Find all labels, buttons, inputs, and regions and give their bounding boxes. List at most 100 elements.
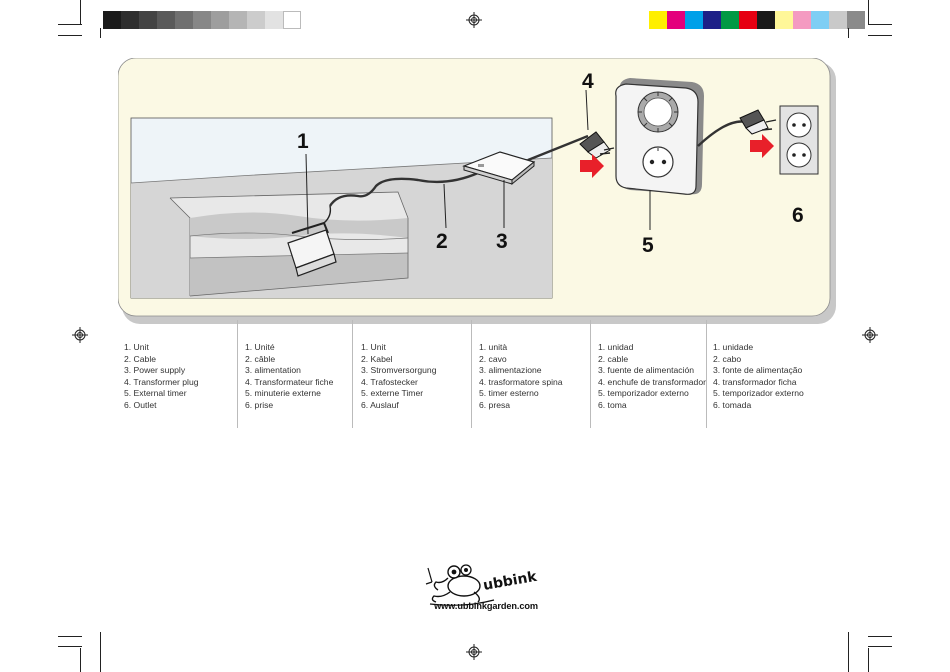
legend-item: 1. Unit bbox=[124, 342, 149, 352]
frog-icon bbox=[425, 564, 495, 606]
legend-divider bbox=[352, 320, 353, 428]
legend-divider bbox=[590, 320, 591, 428]
legend-item: 6. presa bbox=[479, 399, 511, 410]
legend-item: 6. tomada bbox=[713, 399, 752, 410]
wall-outlet bbox=[779, 105, 819, 175]
crop-mark bbox=[80, 0, 81, 24]
crop-mark bbox=[58, 35, 82, 36]
color-swatch bbox=[847, 11, 865, 29]
callout-transformer-plug: 4 bbox=[582, 70, 594, 93]
legend-divider bbox=[706, 320, 707, 428]
legend-item: 2. Cable bbox=[124, 353, 157, 364]
crop-mark bbox=[848, 28, 849, 38]
logo-text: ubbink bbox=[482, 569, 539, 594]
registration-mark-icon bbox=[72, 327, 88, 343]
external-timer bbox=[615, 78, 704, 195]
legend-column-fr: 1. Unité 2. câble 3. alimentation 4. Tra… bbox=[245, 320, 349, 428]
callout-power-supply: 3 bbox=[496, 230, 508, 253]
legend-item: 3. alimentation bbox=[245, 365, 301, 376]
legend-item: 5. minuterie externe bbox=[245, 388, 321, 399]
legend-item: 5. timer esterno bbox=[479, 388, 539, 399]
legend-column-pt: 1. unidade 2. cabo 3. fonte de alimentaç… bbox=[713, 320, 825, 428]
crop-mark bbox=[868, 24, 892, 25]
crop-mark bbox=[58, 636, 82, 637]
installation-illustration bbox=[118, 58, 836, 324]
color-swatch bbox=[667, 11, 685, 29]
ubbink-logo: ubbink bbox=[425, 564, 539, 606]
callout-outlet: 6 bbox=[792, 204, 804, 227]
crop-mark bbox=[868, 646, 892, 647]
legend-item: 6. Auslauf bbox=[361, 399, 399, 410]
legend-divider bbox=[471, 320, 472, 428]
legend-item: 1. Unité bbox=[245, 342, 275, 352]
pump-unit bbox=[287, 205, 337, 277]
crop-mark bbox=[848, 632, 849, 672]
legend-item: 4. enchufe de transformador bbox=[598, 376, 706, 387]
legend-item: 4. transformador ficha bbox=[713, 376, 797, 387]
crop-mark bbox=[100, 28, 101, 38]
legend-item: 3. Power supply bbox=[124, 365, 186, 376]
crop-mark bbox=[868, 0, 869, 24]
outlet-plug bbox=[739, 109, 777, 135]
color-swatch bbox=[811, 11, 829, 29]
brand-url: www.ubbinkgarden.com bbox=[434, 601, 538, 611]
color-swatch bbox=[649, 11, 667, 29]
callout-cable: 2 bbox=[436, 230, 448, 253]
legend-column-it: 1. unità 2. cavo 3. alimentazione 4. tra… bbox=[479, 320, 587, 428]
arrow-icon bbox=[750, 134, 774, 158]
legend-column-en: 1. Unit 2. Cable 3. Power supply 4. Tran… bbox=[124, 320, 234, 428]
legend-item: 5. temporizador externo bbox=[713, 388, 804, 399]
arrow-icon bbox=[580, 154, 604, 178]
legend-item: 2. Kabel bbox=[361, 353, 393, 364]
gray-swatch bbox=[229, 11, 247, 29]
power-supply-box bbox=[462, 151, 536, 186]
callout-external-timer: 5 bbox=[642, 234, 654, 257]
legend-item: 2. cable bbox=[598, 353, 629, 364]
crop-mark bbox=[80, 648, 81, 672]
legend-column-de: 1. Unit 2. Kabel 3. Stromversorgung 4. T… bbox=[361, 320, 467, 428]
legend-divider bbox=[237, 320, 238, 428]
color-swatch bbox=[775, 11, 793, 29]
legend-item: 2. cavo bbox=[479, 353, 507, 364]
crop-mark bbox=[868, 636, 892, 637]
color-swatch bbox=[739, 11, 757, 29]
gray-swatch bbox=[157, 11, 175, 29]
legend-item: 5. temporizador externo bbox=[598, 388, 689, 399]
legend-column-es: 1. unidad 2. cable 3. fuente de alimenta… bbox=[598, 320, 706, 428]
crop-mark bbox=[58, 24, 82, 25]
legend-item: 4. Transformateur fiche bbox=[245, 376, 334, 387]
gray-swatch bbox=[265, 11, 283, 29]
color-swatch bbox=[829, 11, 847, 29]
color-swatch bbox=[793, 11, 811, 29]
legend-item: 2. cabo bbox=[713, 353, 742, 364]
pond-scene bbox=[130, 117, 553, 299]
crop-mark bbox=[868, 648, 869, 672]
color-swatch bbox=[703, 11, 721, 29]
legend-item: 3. Stromversorgung bbox=[361, 365, 437, 376]
color-swatch bbox=[685, 11, 703, 29]
legend-item: 1. Unit bbox=[361, 342, 386, 352]
gray-swatch bbox=[139, 11, 157, 29]
legend-item: 4. Trafostecker bbox=[361, 376, 418, 387]
transformer-plug bbox=[579, 131, 615, 159]
legend-item: 3. alimentazione bbox=[479, 365, 542, 376]
registration-mark-icon bbox=[466, 644, 482, 660]
crop-mark bbox=[868, 35, 892, 36]
legend-item: 1. unidad bbox=[598, 342, 634, 352]
legend-item: 3. fuente de alimentación bbox=[598, 365, 695, 376]
color-swatch bbox=[721, 11, 739, 29]
cable-line bbox=[328, 171, 479, 207]
gray-swatch bbox=[247, 11, 265, 29]
legend-item: 1. unidade bbox=[713, 342, 754, 352]
legend-item: 2. câble bbox=[245, 353, 276, 364]
legend-item: 4. Transformer plug bbox=[124, 376, 199, 387]
color-swatch bbox=[757, 11, 775, 29]
legend-item: 4. trasformatore spina bbox=[479, 376, 563, 387]
legend-item: 6. toma bbox=[598, 399, 627, 410]
legend-item: 6. Outlet bbox=[124, 399, 157, 410]
gray-swatch bbox=[211, 11, 229, 29]
gray-swatch bbox=[175, 11, 193, 29]
gray-swatch bbox=[121, 11, 139, 29]
legend-item: 3. fonte de alimentação bbox=[713, 365, 803, 376]
cable-line bbox=[527, 134, 589, 162]
